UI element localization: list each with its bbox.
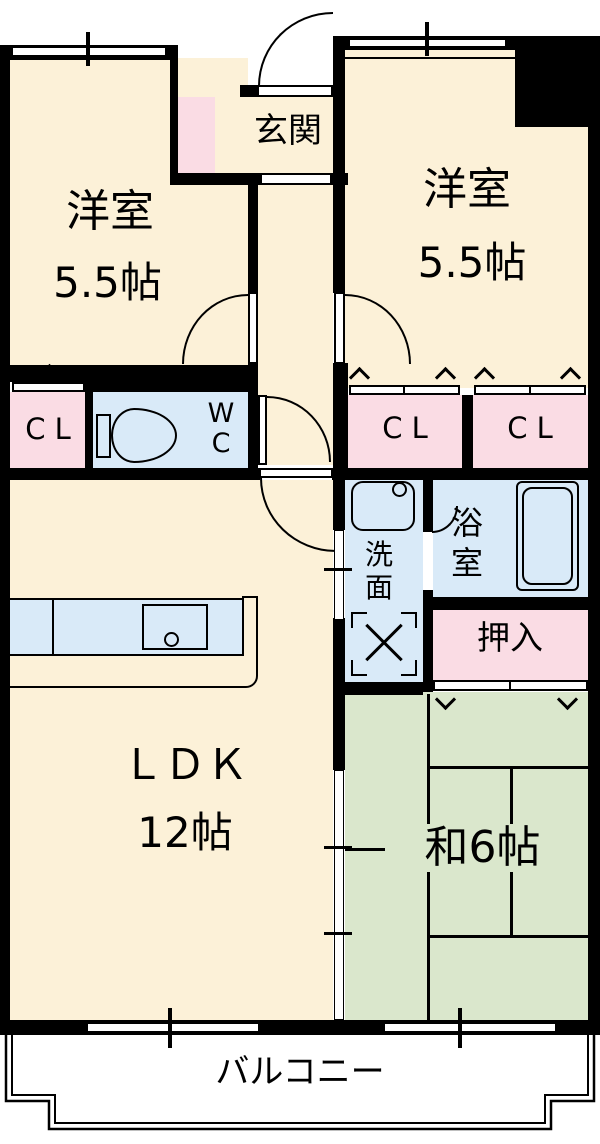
door-swing-icon (258, 12, 333, 86)
closet-left (10, 392, 85, 468)
label-balcony: バルコニー (215, 1052, 385, 1092)
window-icon (88, 1024, 258, 1031)
kitchen-counter (10, 598, 244, 656)
closet-b (473, 395, 588, 468)
folding-door-divider (529, 385, 531, 395)
window-tick (458, 1008, 462, 1048)
kitchen-faucet-icon (164, 632, 179, 647)
wall (332, 468, 600, 480)
label-japanese: 和6帖 (385, 823, 580, 873)
wall (333, 682, 423, 695)
label-closet-a: C L (382, 411, 428, 445)
sliding-door-tick (324, 568, 352, 571)
wall (333, 50, 345, 293)
label-entrance: 玄関 (254, 111, 322, 151)
washbasin-faucet-icon (392, 482, 407, 497)
folding-door-icon (12, 382, 85, 392)
room-oshiire (433, 610, 588, 680)
door-leaf (258, 395, 267, 465)
wall (170, 45, 178, 185)
sliding-door-tick (324, 846, 352, 849)
window-tick (425, 22, 429, 56)
room-ldk (10, 480, 333, 1020)
kitchen-counter-edge (10, 686, 244, 688)
wall (333, 690, 345, 770)
door-leaf (248, 292, 258, 364)
wall (0, 468, 260, 480)
wall (85, 392, 93, 468)
tatami-line (429, 766, 588, 769)
wall (248, 392, 258, 468)
wall (240, 85, 258, 97)
kitchen-counter-divider (52, 598, 54, 656)
wall (333, 468, 345, 530)
wall (423, 597, 588, 610)
sliding-door (334, 530, 344, 620)
wall (248, 185, 258, 293)
sliding-door-tick (324, 932, 352, 935)
toilet-icon (111, 408, 177, 463)
folding-door-divider (403, 385, 405, 395)
wall (462, 395, 473, 468)
entrance-door-leaf (257, 85, 333, 97)
label-bathroom: 浴室 (450, 504, 483, 582)
closet-a (348, 395, 462, 468)
entrance-step (262, 173, 330, 185)
label-western2-size: 5.5帖 (417, 238, 527, 287)
folding-door-divider (509, 680, 511, 691)
label-oshiire: 押入 (477, 618, 543, 657)
wall (423, 610, 433, 692)
wall-notch (515, 36, 600, 127)
wall (0, 45, 10, 1035)
toilet-icon (96, 414, 111, 458)
window-tick (168, 1008, 172, 1048)
wall (85, 365, 256, 392)
door-leaf (334, 292, 345, 364)
balcony-outline (4, 1035, 596, 1131)
label-western2-name: 洋室 (423, 164, 511, 215)
kitchen-counter-edge (242, 596, 258, 688)
label-western1-size: 5.5帖 (53, 258, 162, 307)
tatami-line (429, 935, 588, 938)
bathtub-icon (516, 481, 579, 591)
label-ldk-size: 12帖 (137, 808, 233, 857)
wall (333, 363, 348, 468)
room-bathroom (433, 480, 588, 597)
room2-inner-line (345, 57, 520, 59)
room-entrance (215, 97, 333, 173)
window-tick (86, 32, 90, 66)
wall (588, 127, 600, 1035)
washer-pan-icon (351, 612, 417, 676)
label-closet-b: C L (507, 411, 553, 445)
entrance-shoe-cabinet (178, 97, 215, 173)
sliding-door (334, 770, 344, 1020)
window-icon (385, 1024, 555, 1031)
label-washroom: 洗面 (364, 538, 393, 604)
wall (333, 618, 345, 690)
label-closet-left: C L (25, 412, 71, 446)
wall (0, 365, 85, 382)
label-ldk-name: ＬＤＫ (121, 740, 248, 789)
wall (0, 1020, 600, 1035)
wall (170, 173, 262, 185)
bathroom-doorway (424, 532, 432, 590)
wall (423, 470, 433, 532)
bathtub-icon (522, 487, 573, 585)
door-leaf (259, 468, 333, 478)
label-western1-name: 洋室 (66, 186, 154, 237)
